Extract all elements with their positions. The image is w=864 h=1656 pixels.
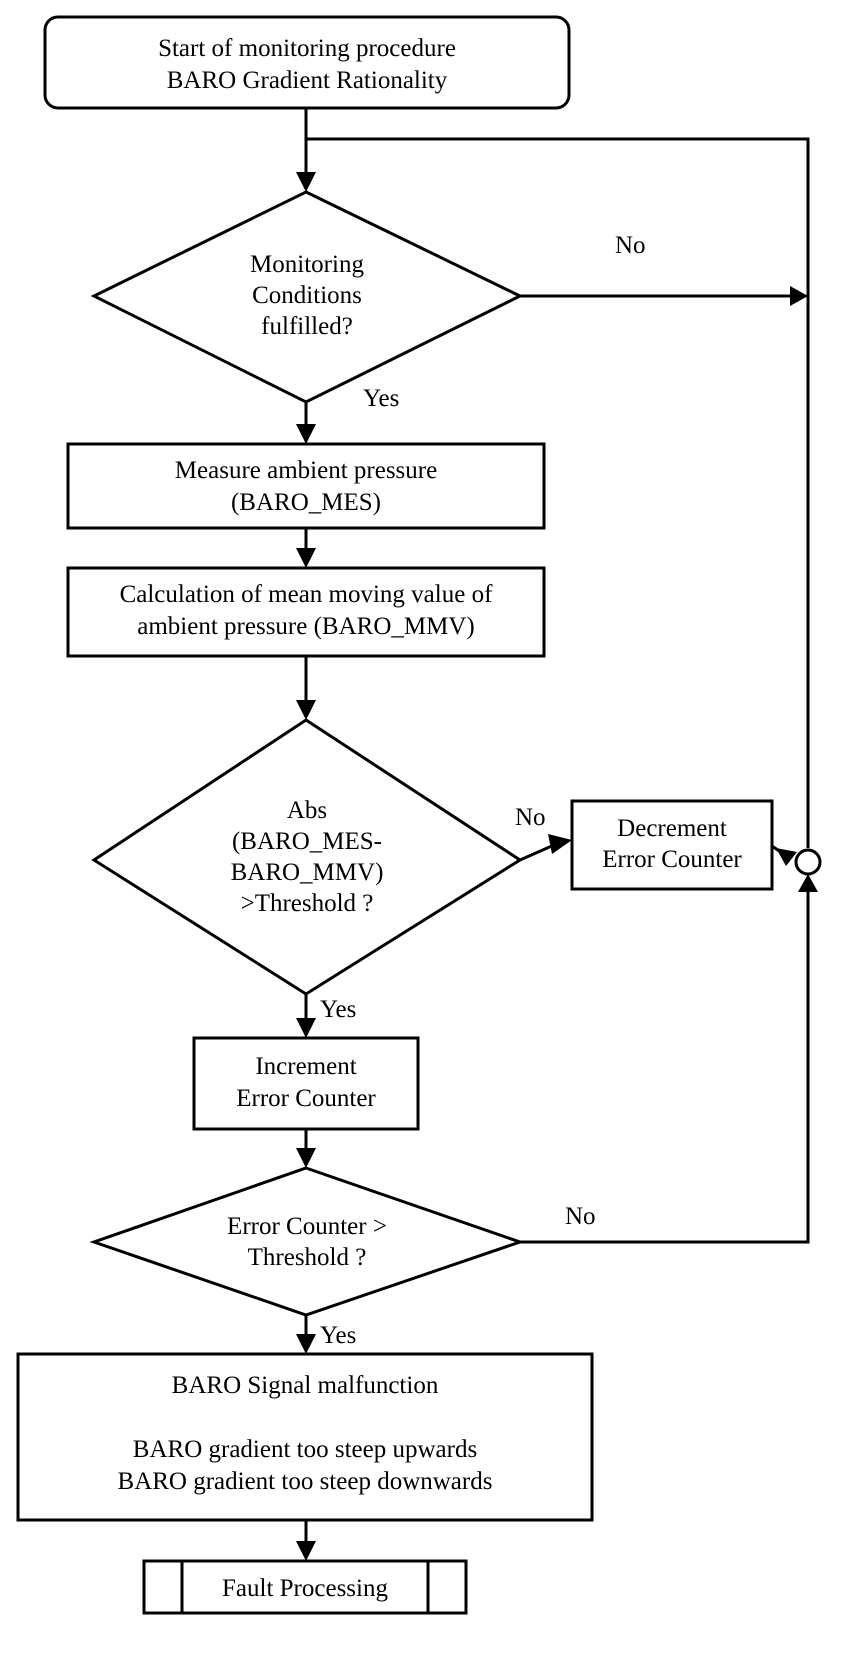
fault-box <box>142 1559 468 1615</box>
arrowhead-down <box>296 700 316 720</box>
fault-node: Fault Processing <box>142 1559 468 1615</box>
malfunction-line-3: BARO gradient too steep upwards <box>133 1436 477 1463</box>
threshold-decision: Abs (BARO_MES- BARO_MMV) >Threshold ? Ye… <box>91 718 546 1023</box>
threshold-line-3: BARO_MMV) <box>231 859 384 886</box>
arrowhead-right <box>548 834 572 854</box>
counter-yes-label: Yes <box>320 1322 356 1349</box>
conditions-line-1: Monitoring <box>250 251 364 278</box>
increment-line-1: Increment <box>255 1053 356 1080</box>
measure-line-1: Measure ambient pressure <box>175 457 437 484</box>
conditions-diamond <box>90 190 524 404</box>
start-line-1: Start of monitoring procedure <box>158 35 456 62</box>
malfunction-box <box>16 1352 594 1522</box>
conditions-no-label: No <box>615 232 646 259</box>
threshold-line-4: >Threshold ? <box>241 890 374 917</box>
arrowheads <box>296 172 818 1561</box>
connector-threshold-no <box>519 843 555 862</box>
malfunction-line-1: BARO Signal malfunction <box>172 1372 439 1399</box>
malfunction-node: BARO Signal malfunction BARO gradient to… <box>16 1352 594 1522</box>
threshold-line-1: Abs <box>287 797 327 824</box>
junction-circle <box>794 848 822 876</box>
decrement-line-1: Decrement <box>617 815 727 842</box>
arrowhead-right <box>776 848 797 866</box>
calculation-line-1: Calculation of mean moving value of <box>120 581 493 608</box>
arrowhead-down <box>296 548 316 568</box>
threshold-yes-label: Yes <box>320 996 356 1023</box>
arrowhead-down <box>296 1541 316 1561</box>
conditions-line-2: Conditions <box>252 282 362 309</box>
conditions-decision: Monitoring Conditions fulfilled? Yes No <box>90 190 646 412</box>
increment-line-2: Error Counter <box>236 1085 376 1112</box>
decrement-node: Decrement Error Counter <box>570 799 774 891</box>
decrement-box <box>570 799 774 891</box>
counter-diamond <box>89 1166 525 1317</box>
connectors <box>304 108 810 1547</box>
arrowhead-right <box>790 286 808 306</box>
threshold-no-label: No <box>515 804 546 831</box>
arrowhead-down <box>296 1148 316 1168</box>
conditions-line-3: fulfilled? <box>261 313 353 340</box>
counter-line-2: Threshold ? <box>248 1244 367 1271</box>
threshold-line-2: (BARO_MES- <box>232 828 382 855</box>
arrowhead-up <box>798 874 818 892</box>
arrowhead-down <box>296 1334 316 1354</box>
measure-line-2: (BARO_MES) <box>231 489 381 516</box>
connector-loop-return <box>306 137 810 848</box>
counter-decision: Error Counter > Threshold ? Yes No <box>89 1166 596 1349</box>
start-node: Start of monitoring procedure BARO Gradi… <box>43 15 571 110</box>
malfunction-line-4: BARO gradient too steep downwards <box>118 1468 493 1495</box>
calculation-node: Calculation of mean moving value of ambi… <box>66 566 546 658</box>
increment-node: Increment Error Counter <box>192 1036 420 1131</box>
decrement-line-2: Error Counter <box>602 846 742 873</box>
threshold-diamond <box>91 718 523 996</box>
increment-box <box>192 1036 420 1131</box>
measure-box <box>66 442 546 530</box>
arrowhead-down <box>296 424 316 444</box>
conditions-yes-label: Yes <box>363 385 399 412</box>
fault-label: Fault Processing <box>222 1575 388 1602</box>
calculation-line-2: ambient pressure (BARO_MMV) <box>137 613 474 640</box>
start-box <box>43 15 571 110</box>
calculation-box <box>66 566 546 658</box>
arrowhead-down <box>296 1018 316 1038</box>
arrowhead-down <box>296 172 316 192</box>
measure-node: Measure ambient pressure (BARO_MES) <box>66 442 546 530</box>
counter-line-1: Error Counter > <box>227 1213 387 1240</box>
start-line-2: BARO Gradient Rationality <box>167 67 448 94</box>
connector-counter-no <box>520 890 810 1244</box>
counter-no-label: No <box>565 1203 596 1230</box>
